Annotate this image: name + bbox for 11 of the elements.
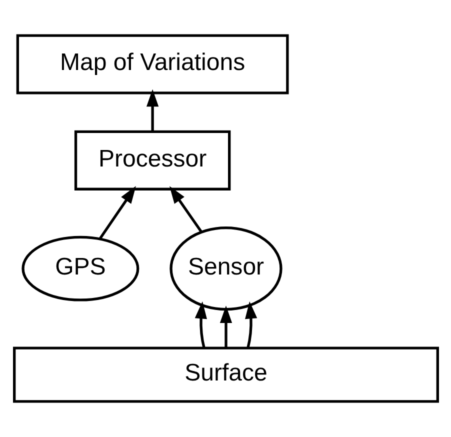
- node-box: Processor: [74, 130, 230, 190]
- arrow: [98, 186, 136, 240]
- arrow: [244, 301, 257, 348]
- arrow: [219, 306, 232, 348]
- arrow: [194, 301, 206, 348]
- node-box: Map of Variations: [16, 34, 288, 94]
- node-box: Surface: [12, 346, 438, 403]
- node-ellipse: Sensor: [169, 226, 282, 311]
- arrow: [168, 186, 202, 233]
- node-ellipse: GPS: [21, 236, 139, 302]
- arrow: [146, 89, 158, 132]
